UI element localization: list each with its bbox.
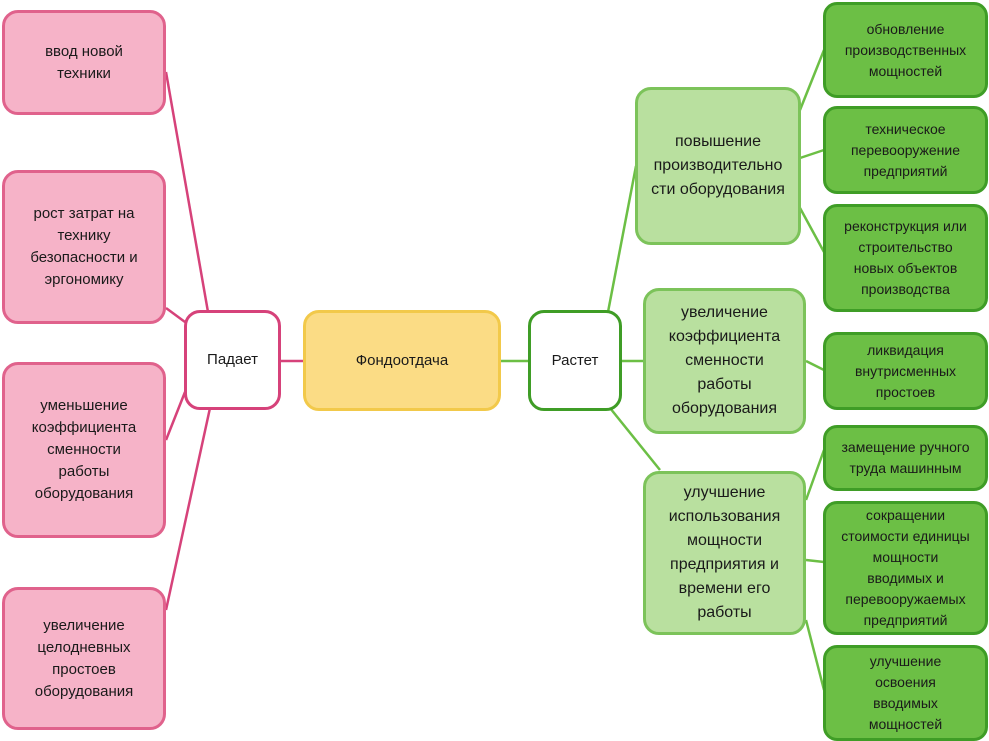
link-f3-c1: [804, 449, 826, 501]
link-padaet-factor-1: [164, 71, 210, 313]
subfactor-label: сокращении стоимости единицы мощности вв…: [841, 507, 970, 628]
factor-label: увеличение коэффициента сменности работы…: [668, 304, 781, 417]
subfactor-mechanization[interactable]: замещение ручного труда машинным: [823, 425, 988, 491]
central-label: Фондоотдача: [355, 351, 449, 369]
factor-label: улучшение использования мощности предпри…: [668, 484, 781, 621]
factor-capacity-usage[interactable]: улучшение использования мощности предпри…: [643, 471, 806, 635]
hub-increases[interactable]: Растет: [528, 310, 622, 411]
subfactor-reconstruction[interactable]: реконструкция или строительство новых об…: [823, 204, 988, 312]
link-f2-c1: [805, 359, 825, 372]
link-padaet-factor-2: [165, 306, 186, 324]
factor-downtime-increase[interactable]: увеличение целодневных простоев оборудов…: [2, 587, 166, 730]
link-rastet-factor-1: [606, 165, 638, 313]
link-padaet-factor-3: [164, 391, 187, 441]
link-f3-c3: [804, 619, 826, 691]
factor-safety-costs[interactable]: рост затрат на технику безопасности и эр…: [2, 170, 166, 324]
link-f1-c1: [798, 49, 826, 111]
central-node[interactable]: Фондоотдача: [303, 310, 501, 411]
factor-label: рост затрат на технику безопасности и эр…: [30, 205, 138, 288]
factor-shift-decrease[interactable]: уменьшение коэффициента сменности работы…: [2, 362, 166, 538]
factor-shift-increase[interactable]: увеличение коэффициента сменности работы…: [643, 288, 806, 434]
factor-label: ввод новой техники: [45, 42, 123, 82]
factor-productivity[interactable]: повышение производительно сти оборудован…: [635, 87, 801, 245]
link-f1-c2: [799, 148, 825, 160]
link-f1-c3: [798, 207, 826, 253]
subfactor-label: техническое перевооружение предприятий: [850, 120, 961, 179]
subfactor-label: реконструкция или строительство новых об…: [844, 218, 967, 297]
link-padaet-factor-4: [164, 407, 212, 611]
hub-decreases[interactable]: Падает: [184, 310, 281, 410]
subfactor-label: обновление производственных мощностей: [844, 20, 967, 79]
subfactor-re-equipment[interactable]: техническое перевооружение предприятий: [823, 106, 988, 194]
factor-label: уменьшение коэффициента сменности работы…: [31, 397, 137, 502]
link-f3-c2: [805, 558, 825, 564]
factor-new-equipment[interactable]: ввод новой техники: [2, 10, 166, 115]
factor-label: повышение производительно сти оборудован…: [651, 133, 785, 198]
subfactor-cost-reduction[interactable]: сокращении стоимости единицы мощности вв…: [823, 501, 988, 635]
hub-label: Падает: [207, 351, 258, 368]
link-rastet-factor-3: [609, 407, 661, 471]
subfactor-capacity-mastering[interactable]: улучшение освоения вводимых мощностей: [823, 645, 988, 741]
subfactor-label: ликвидация внутрисменных простоев: [854, 341, 957, 400]
subfactor-idle-elimination[interactable]: ликвидация внутрисменных простоев: [823, 332, 988, 410]
subfactor-capacity-renewal[interactable]: обновление производственных мощностей: [823, 2, 988, 98]
subfactor-label: улучшение освоения вводимых мощностей: [868, 653, 943, 732]
factor-label: увеличение целодневных простоев оборудов…: [34, 616, 134, 700]
hub-label: Растет: [551, 351, 599, 369]
subfactor-label: замещение ручного труда машинным: [841, 439, 970, 476]
